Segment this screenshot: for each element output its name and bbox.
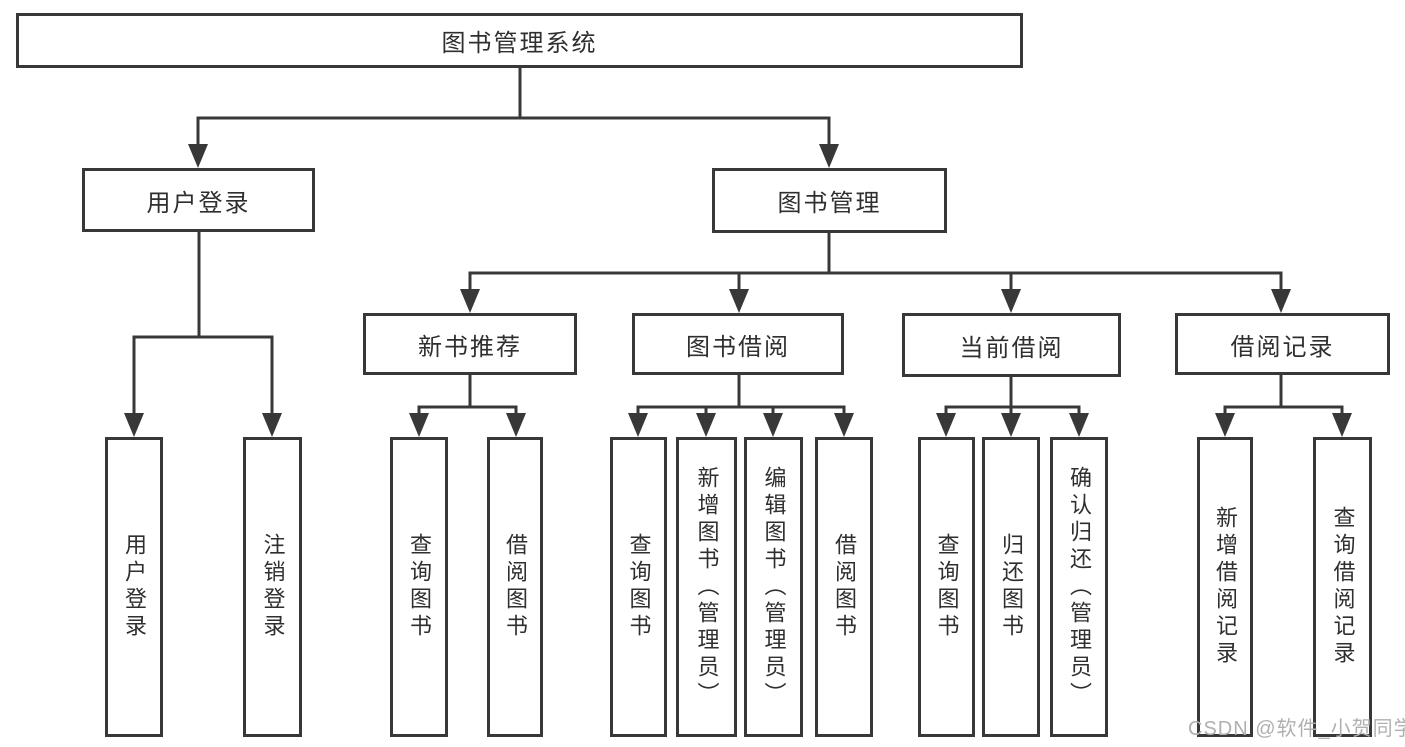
arrowheads — [124, 144, 1352, 437]
connector-paths — [132, 68, 1344, 420]
leaf-user-login: 用户登录 — [105, 437, 163, 737]
leaf-add-borrow-record: 新增借阅记录 — [1197, 437, 1253, 737]
leaf-query-borrow-record: 查询借阅记录 — [1313, 437, 1372, 737]
leaf-add-books-admin: 新增图书（管理员） — [676, 437, 737, 737]
node-book-borrowing: 图书借阅 — [632, 313, 844, 375]
node-current-borrowing: 当前借阅 — [902, 313, 1121, 377]
node-library-management-system: 图书管理系统 — [16, 13, 1023, 68]
leaf-query-books-current: 查询图书 — [918, 437, 975, 737]
leaf-query-books-newbook: 查询图书 — [390, 437, 448, 737]
leaf-query-books-borrowing: 查询图书 — [610, 437, 667, 737]
csdn-watermark: CSDN @软件_小贺同学 — [1188, 718, 1405, 740]
leaf-edit-books-admin: 编辑图书（管理员） — [744, 437, 803, 737]
node-new-book-recommendation: 新书推荐 — [363, 313, 577, 375]
node-book-management: 图书管理 — [712, 168, 947, 233]
leaf-confirm-return-admin: 确认归还（管理员） — [1050, 437, 1108, 737]
node-user-login: 用户登录 — [82, 168, 315, 232]
node-borrowing-records: 借阅记录 — [1175, 313, 1390, 375]
leaf-logout: 注销登录 — [243, 437, 302, 737]
leaf-borrow-books-newbook: 借阅图书 — [487, 437, 543, 737]
leaf-borrow-books-borrowing: 借阅图书 — [815, 437, 873, 737]
leaf-return-books: 归还图书 — [982, 437, 1040, 737]
